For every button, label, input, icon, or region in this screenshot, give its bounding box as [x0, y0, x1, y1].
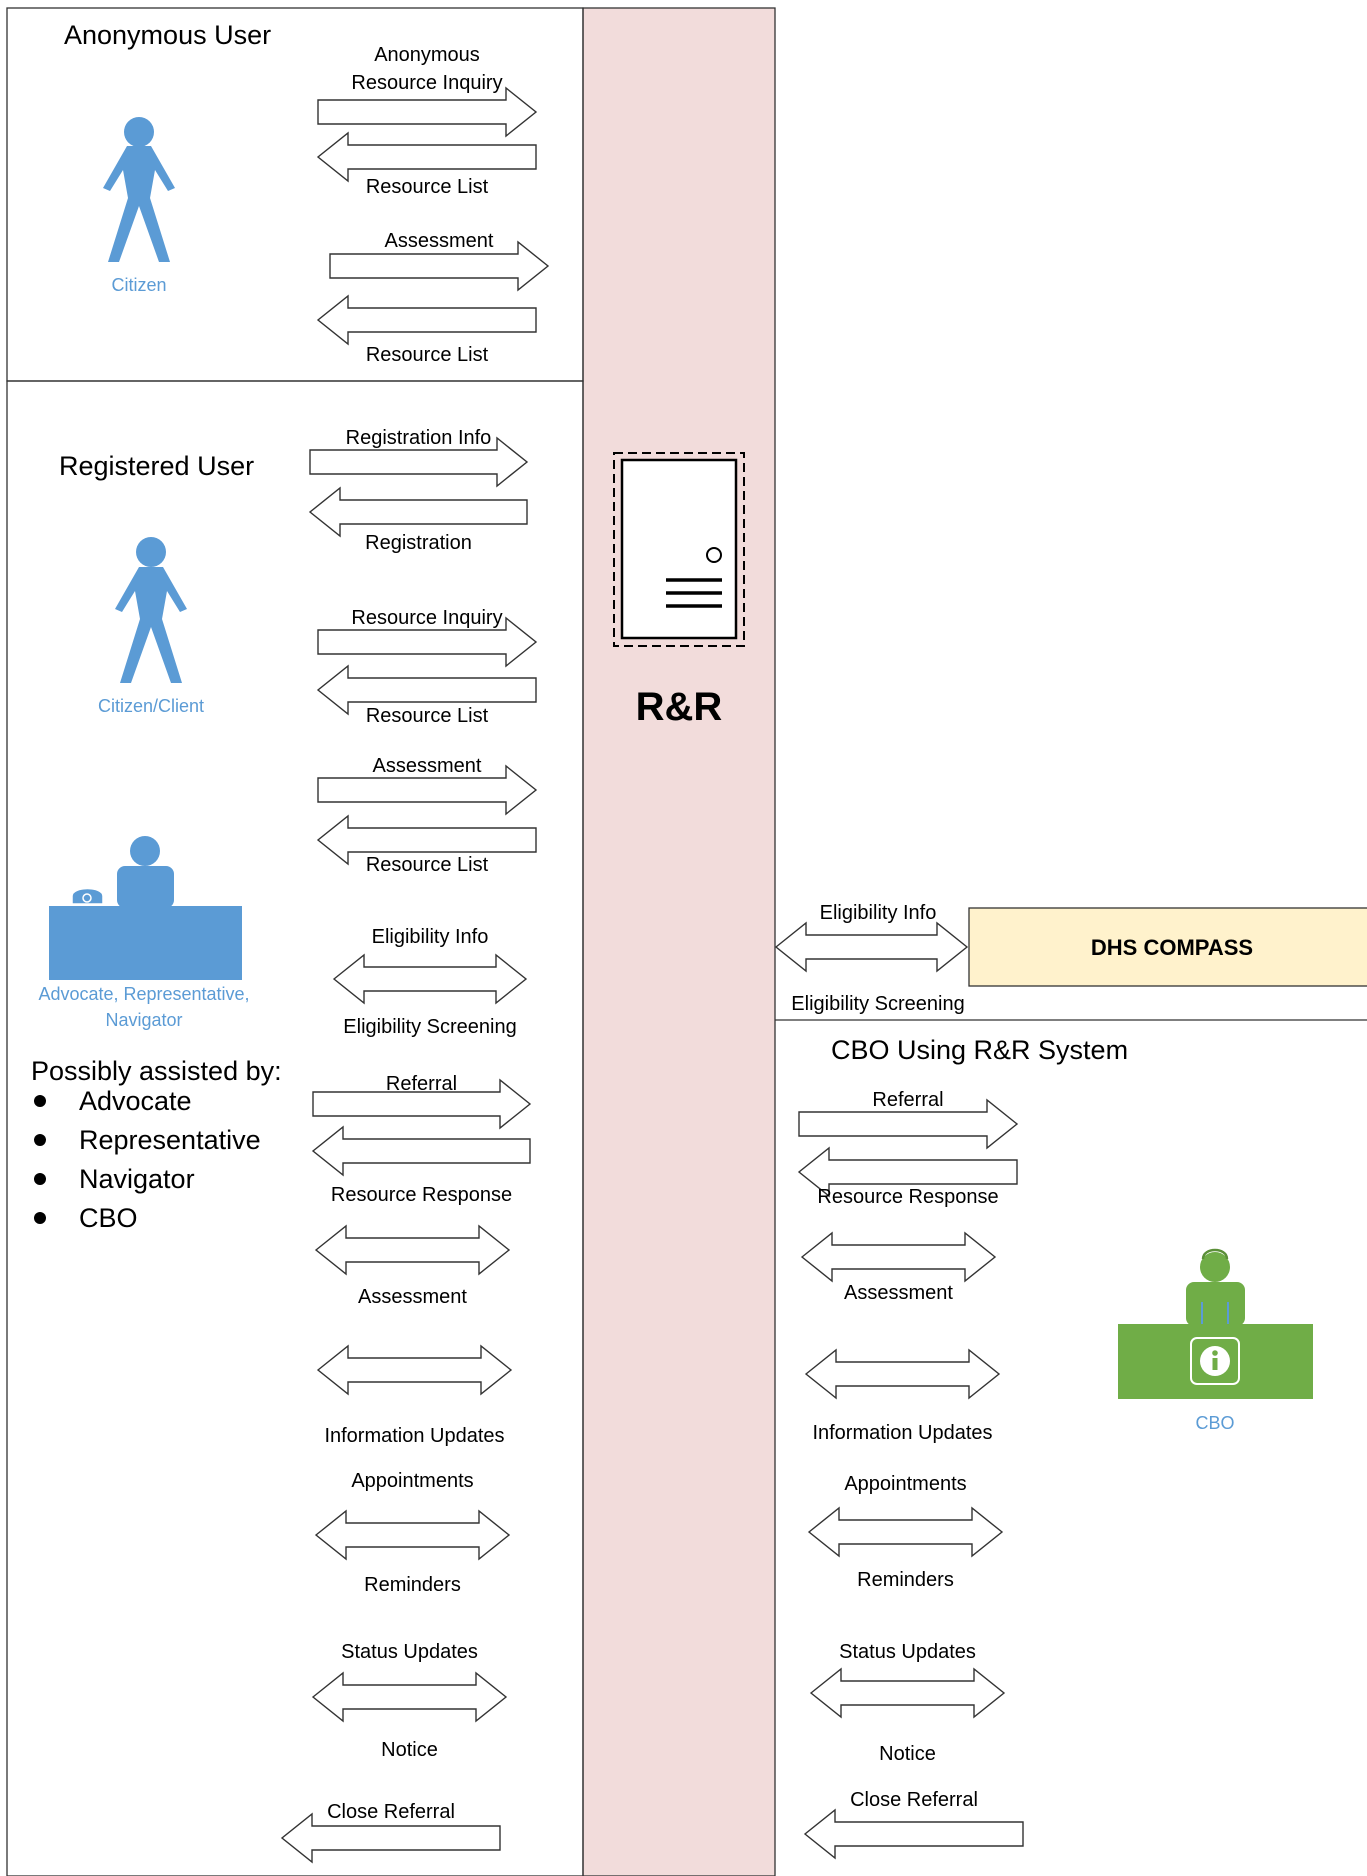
cbo-appointments-bottom-label: Reminders: [857, 1569, 954, 1591]
reg-info-updates-arrow: [316, 1344, 513, 1396]
cbo-response-label: Resource Response: [817, 1186, 998, 1208]
person-icon: [103, 117, 175, 262]
reg-registration-label: Registration: [365, 532, 472, 554]
reg-registration-arrow: [308, 486, 528, 538]
anon-list-2-label: Resource List: [366, 344, 489, 366]
anon-list-2-arrow: [316, 294, 537, 346]
rr-system-band: [582, 7, 776, 1876]
bullet-dot: [34, 1134, 46, 1146]
assisted-by-item: CBO: [79, 1203, 138, 1233]
reg-close-arrow: [280, 1812, 501, 1864]
reg-appointments-top-label: Appointments: [351, 1470, 473, 1492]
registered-user-section: [6, 380, 584, 1876]
reg-assessment-arrow: [317, 764, 538, 816]
assisted-by-item: Representative: [79, 1125, 261, 1155]
cbo-info-desk-icon: [1118, 1248, 1313, 1399]
reg-assess-2-arrow: [314, 1224, 511, 1276]
reg-info-updates-label: Information Updates: [324, 1425, 504, 1447]
reg-appointments-bottom-label: Reminders: [364, 1574, 461, 1596]
anonymous-user-title: Anonymous User: [64, 20, 271, 50]
cbo-appointments-top-label: Appointments: [844, 1473, 966, 1495]
reg-referral-arrow: [312, 1078, 532, 1130]
dhs-compass-label: DHS COMPASS: [1091, 935, 1253, 960]
cbo-close-label: Close Referral: [850, 1789, 978, 1811]
reg-eligibility-arrow: [332, 953, 528, 1005]
cbo-status-arrow: [809, 1667, 1006, 1719]
reg-info-label: Registration Info: [346, 427, 492, 449]
system-label: R&R: [636, 685, 723, 729]
reg-status-top-label: Status Updates: [341, 1641, 478, 1663]
cbo-referral-arrow: [798, 1098, 1019, 1150]
reg-info-arrow: [309, 436, 529, 488]
cbo-status-top-label: Status Updates: [839, 1641, 976, 1663]
bullet-dot: [34, 1173, 46, 1185]
assisted-by-item: Navigator: [79, 1164, 195, 1194]
citizen-label: Citizen: [111, 275, 166, 295]
cbo-section-title: CBO Using R&R System: [831, 1035, 1128, 1065]
agent-desk-icon: [49, 836, 242, 980]
anon-list-1-arrow: [316, 131, 537, 183]
cbo-info-updates-label: Information Updates: [812, 1422, 992, 1444]
cbo-appointments-arrow: [807, 1506, 1004, 1558]
compass-screening-label: Eligibility Screening: [791, 993, 964, 1015]
anon-assessment-arrow: [329, 240, 550, 292]
cbo-assessment-label: Assessment: [844, 1282, 953, 1304]
advocate-label: Advocate, Representative,Navigator: [38, 984, 249, 1030]
reg-list-2-label: Resource List: [366, 854, 489, 876]
reg-list-1-arrow: [316, 664, 537, 716]
reg-inquiry-label: Resource Inquiry: [351, 607, 502, 629]
reg-close-label: Close Referral: [327, 1801, 455, 1823]
bullet-dot: [34, 1095, 46, 1107]
reg-inquiry-arrow: [317, 616, 538, 668]
server-icon: [613, 452, 745, 647]
bullet-dot: [34, 1212, 46, 1224]
reg-referral-label: Referral: [386, 1073, 457, 1095]
reg-assessment-label: Assessment: [373, 755, 482, 777]
cbo-close-arrow: [803, 1808, 1024, 1860]
person-icon: [115, 537, 187, 683]
anon-assessment-label: Assessment: [385, 230, 494, 252]
reg-eligibility-bottom-label: Eligibility Screening: [343, 1016, 516, 1038]
reg-list-1-label: Resource List: [366, 705, 489, 727]
assisted-by-title: Possibly assisted by:: [31, 1056, 282, 1086]
reg-status-bottom-label: Notice: [381, 1739, 438, 1761]
compass-info-label: Eligibility Info: [820, 902, 937, 924]
cbo-label: CBO: [1195, 1413, 1234, 1433]
reg-response-label: Resource Response: [331, 1184, 512, 1206]
cbo-info-updates-arrow: [804, 1348, 1001, 1400]
registered-user-title: Registered User: [59, 451, 254, 481]
reg-response-arrow: [311, 1125, 531, 1177]
cbo-assessment-arrow: [800, 1231, 997, 1283]
anon-inquiry-arrow: [317, 86, 538, 138]
reg-status-arrow: [311, 1671, 508, 1723]
cbo-status-bottom-label: Notice: [879, 1743, 936, 1765]
reg-list-2-arrow: [316, 814, 537, 866]
assisted-by-item: Advocate: [79, 1086, 192, 1116]
cbo-response-arrow: [797, 1146, 1018, 1198]
cbo-referral-label: Referral: [872, 1089, 943, 1111]
reg-eligibility-top-label: Eligibility Info: [372, 926, 489, 948]
dhs-compass-box: [968, 907, 1367, 987]
anon-list-1-label: Resource List: [366, 176, 489, 198]
citizen-client-label: Citizen/Client: [98, 696, 204, 716]
reg-assess-2-label: Assessment: [358, 1286, 467, 1308]
reg-appointments-arrow: [314, 1509, 511, 1561]
compass-exchange-arrow: [774, 921, 969, 973]
